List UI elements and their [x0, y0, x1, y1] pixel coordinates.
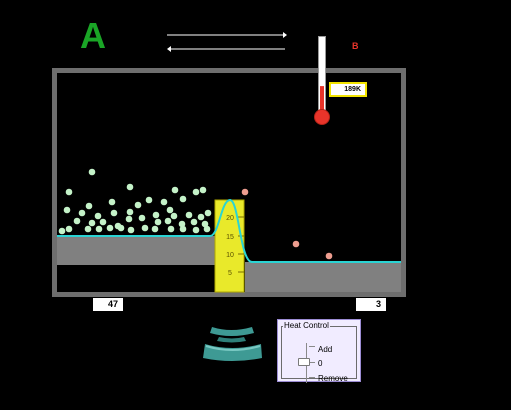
particle-a: [63, 206, 71, 214]
particle-a: [199, 186, 207, 194]
particle-a: [164, 217, 172, 225]
particle-a: [65, 188, 73, 196]
heat-slider-knob[interactable]: [298, 358, 310, 366]
particle-a: [110, 209, 118, 217]
left-floor: [57, 236, 215, 265]
particle-a: [108, 198, 116, 206]
particle-a: [117, 224, 125, 232]
particle-a: [127, 226, 135, 234]
particle-a: [126, 183, 134, 191]
particle-a: [126, 208, 134, 216]
particle-a: [138, 214, 146, 222]
particle-a: [154, 218, 162, 226]
particle-a: [88, 219, 96, 227]
particle-a: [170, 212, 178, 220]
right-floor: [245, 262, 401, 292]
count-right-b: 3: [356, 298, 386, 311]
particle-a: [185, 211, 193, 219]
particle-a: [58, 227, 66, 235]
particle-a: [197, 213, 205, 221]
particle-a: [171, 186, 179, 194]
heat-tick-add: [309, 346, 315, 347]
particle-a: [141, 224, 149, 232]
particle-a: [201, 220, 209, 228]
particle-a: [134, 201, 142, 209]
particle-a: [166, 206, 174, 214]
ruler-tick-label: 20: [226, 215, 234, 222]
heat-control-panel: Add 0 Remove Heat Control: [277, 319, 361, 383]
particle-a: [99, 218, 107, 226]
particle-a: [167, 225, 175, 233]
reaction-arrows-icon: [167, 32, 287, 52]
particle-a: [73, 217, 81, 225]
particle-b: [325, 252, 333, 260]
heater-icon[interactable]: [203, 327, 262, 361]
temperature-readout: 189K: [329, 82, 367, 97]
particle-a: [84, 225, 92, 233]
heat-option-remove: Remove: [318, 374, 348, 383]
ruler-tick-label: 10: [226, 252, 234, 259]
particle-a: [190, 218, 198, 226]
heat-control-title: Heat Control: [283, 321, 330, 331]
thermometer-icon: [314, 36, 330, 125]
particle-a: [95, 225, 103, 233]
particle-a: [145, 196, 153, 204]
particle-a: [179, 195, 187, 203]
particle-a: [192, 226, 200, 234]
chamber-label-a: A: [80, 15, 106, 56]
particle-a: [151, 225, 159, 233]
particles-a: [58, 168, 212, 235]
energy-curve: [57, 198, 401, 263]
ruler-tick-label: 5: [228, 270, 232, 277]
particle-a: [178, 220, 186, 228]
particle-a: [94, 212, 102, 220]
particle-a: [85, 202, 93, 210]
count-left-a: 47: [93, 298, 123, 311]
particle-a: [106, 224, 114, 232]
particle-a: [65, 225, 73, 233]
particle-a: [152, 211, 160, 219]
particle-a: [192, 188, 200, 196]
particle-a: [78, 209, 86, 217]
particle-a: [160, 198, 168, 206]
barrier-ruler: [214, 199, 245, 293]
ruler-tick-label: 15: [226, 234, 234, 241]
particle-a: [88, 168, 96, 176]
heat-tick-remove: [309, 377, 315, 378]
particles-b: [241, 188, 333, 260]
particle-b: [241, 188, 249, 196]
particle-a: [179, 225, 187, 233]
particle-a: [125, 215, 133, 223]
heat-tick-zero: [309, 362, 315, 363]
particle-b: [292, 240, 300, 248]
heat-option-add: Add: [318, 345, 333, 354]
chamber-label-b: B: [352, 41, 359, 51]
heat-option-zero: 0: [318, 359, 323, 368]
particle-a: [203, 225, 211, 233]
particle-a: [204, 209, 212, 217]
heat-control-group: Add 0 Remove: [281, 326, 357, 383]
